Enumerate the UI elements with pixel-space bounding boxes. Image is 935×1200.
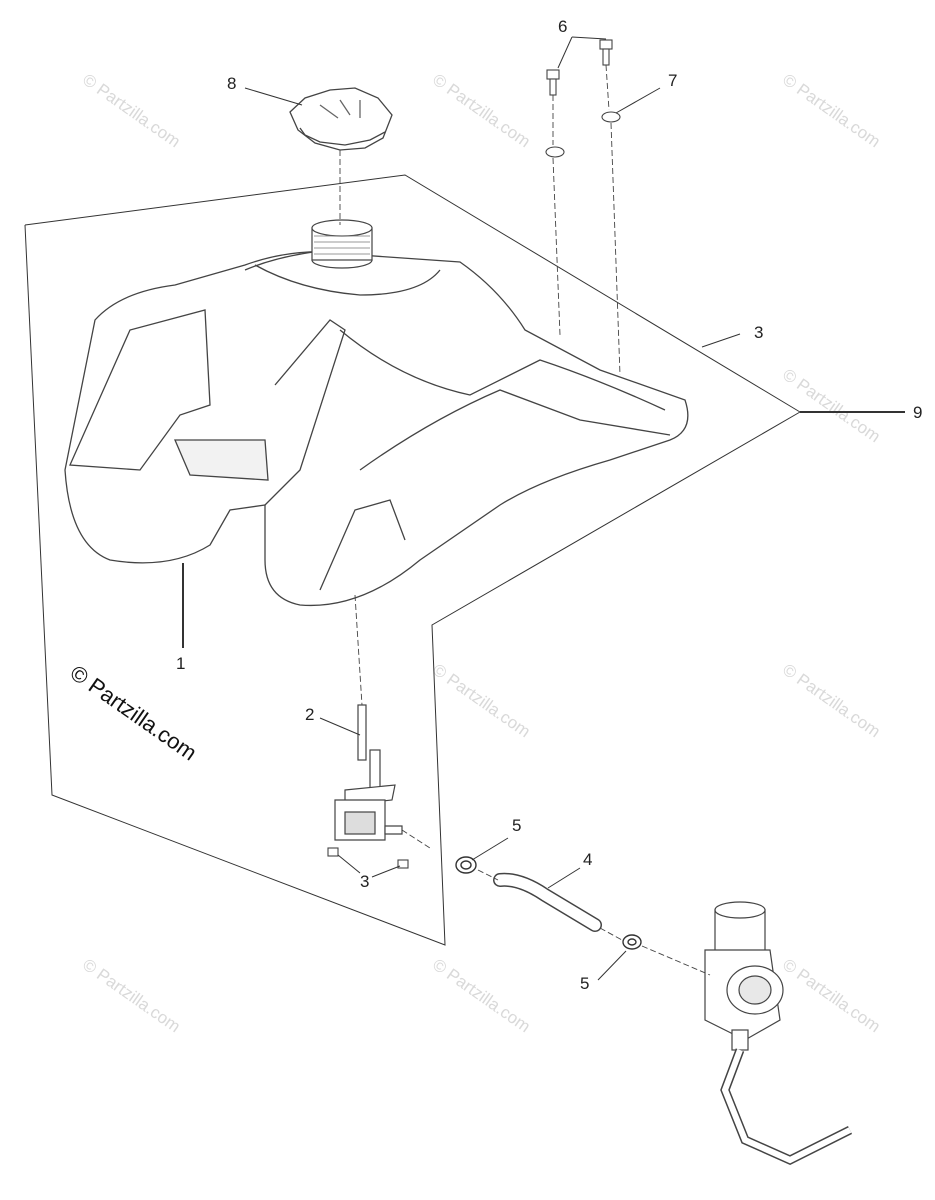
assembly-outline	[24, 224, 801, 946]
washer	[545, 146, 565, 158]
callout-1: 1	[176, 654, 186, 673]
bolt	[599, 39, 613, 66]
carburetor	[704, 901, 853, 1165]
bolt	[546, 69, 560, 96]
washer	[601, 111, 621, 123]
assembly-outline	[24, 174, 801, 413]
hose-clamp	[622, 934, 642, 950]
callout-2: 2	[305, 705, 315, 724]
callout-9: 9	[913, 403, 923, 422]
hose-clamp	[455, 856, 477, 874]
fuel-tank	[64, 249, 689, 607]
screw	[327, 847, 409, 869]
fuel-valve	[334, 704, 403, 841]
callout-7: 7	[668, 71, 678, 90]
callout-3-upper: 3	[754, 323, 764, 342]
fuel-cap	[289, 87, 393, 151]
callout-5-upper: 5	[512, 816, 522, 835]
callout-3-lower: 3	[360, 872, 370, 891]
callout-5-lower: 5	[580, 974, 590, 993]
callout-8: 8	[227, 74, 237, 93]
callout-4: 4	[583, 850, 593, 869]
callout-6: 6	[558, 17, 568, 36]
filler-neck	[311, 219, 373, 269]
